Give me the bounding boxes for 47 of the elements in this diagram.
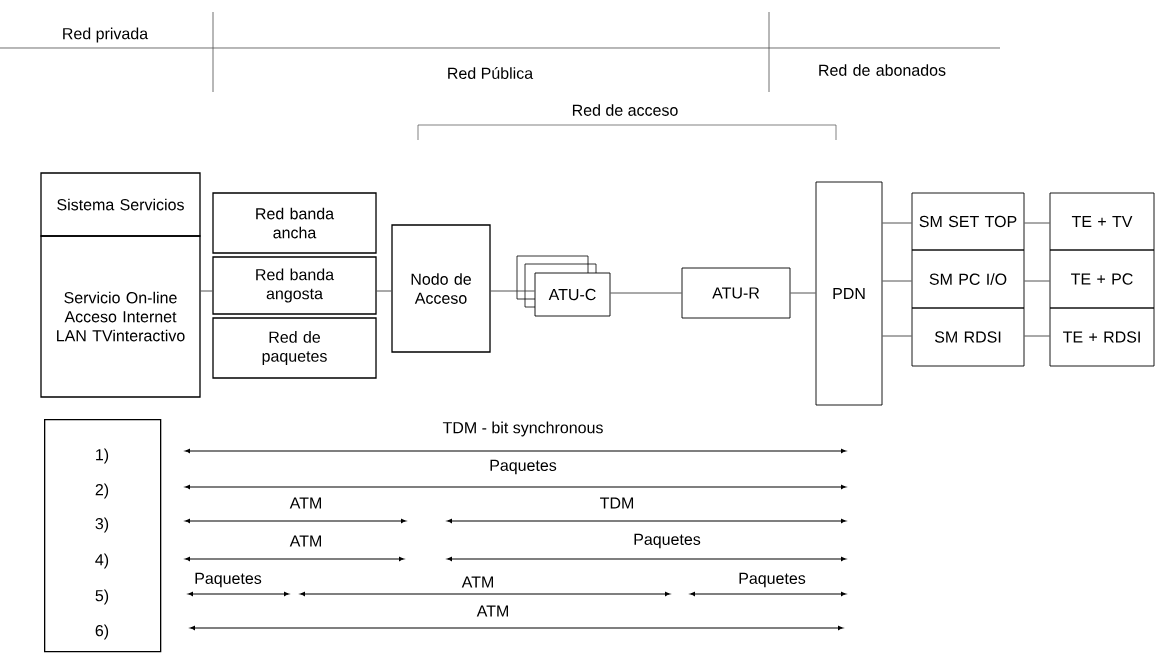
section-label: Red de abonados	[816, 63, 948, 77]
connector-line	[1024, 280, 1050, 282]
pdn-box: PDN	[815, 181, 883, 406]
row-number: 6)	[95, 624, 109, 640]
stacked-unit-box: ATU-C	[534, 272, 611, 317]
protocol-label: ATM	[460, 575, 496, 589]
terminal-box: TE + PC	[1049, 249, 1155, 309]
connector-line	[376, 290, 392, 292]
row-number-box	[44, 419, 162, 653]
network-box: Red banda ancha	[212, 192, 377, 254]
protocol-label: TDM	[598, 496, 636, 510]
row-number: 1)	[96, 448, 109, 464]
connector-line	[882, 335, 912, 337]
connector-line	[1024, 335, 1050, 337]
system-box: Sistema Servicios	[40, 172, 201, 237]
section-label: Red de acceso	[570, 103, 680, 117]
protocol-label: Paquetes	[632, 532, 702, 550]
row-number: 5)	[95, 589, 109, 605]
network-box: Red banda angosta	[212, 256, 377, 315]
protocol-label: Paquetes	[193, 571, 263, 589]
connector-line	[610, 292, 682, 294]
service-box: Servicio On-line Acceso Internet LAN TVinteractivo	[40, 235, 201, 398]
protocol-label: Paquetes	[488, 458, 558, 476]
row-number: 2)	[95, 483, 109, 499]
protocol-label: ATM	[288, 534, 324, 548]
connector-line	[882, 222, 912, 224]
row-number: 4)	[95, 553, 109, 569]
module-box: SM RDSI	[911, 307, 1025, 367]
connector-line	[790, 292, 816, 294]
module-box: SM SET TOP	[911, 192, 1025, 251]
section-label: Red privada	[60, 26, 150, 44]
access-node-box: Nodo de Acceso	[391, 224, 491, 353]
section-label: Red Pública	[445, 66, 535, 80]
protocol-label: Paquetes	[737, 571, 807, 589]
connector-line	[882, 280, 912, 282]
connector-line	[200, 290, 213, 292]
protocol-label: ATM	[475, 604, 511, 618]
connector-line	[1024, 222, 1050, 224]
terminal-box: TE + RDSI	[1049, 307, 1155, 367]
row-number: 3)	[95, 517, 109, 533]
terminal-box: TE + TV	[1049, 192, 1155, 251]
unit-box: ATU-R	[681, 267, 791, 319]
protocol-label: TDM - bit synchronous	[441, 420, 605, 438]
connector-line	[490, 290, 535, 292]
module-box: SM PC I/O	[911, 249, 1025, 309]
network-box: Red de paquetes	[212, 317, 377, 379]
protocol-label: ATM	[288, 496, 324, 510]
